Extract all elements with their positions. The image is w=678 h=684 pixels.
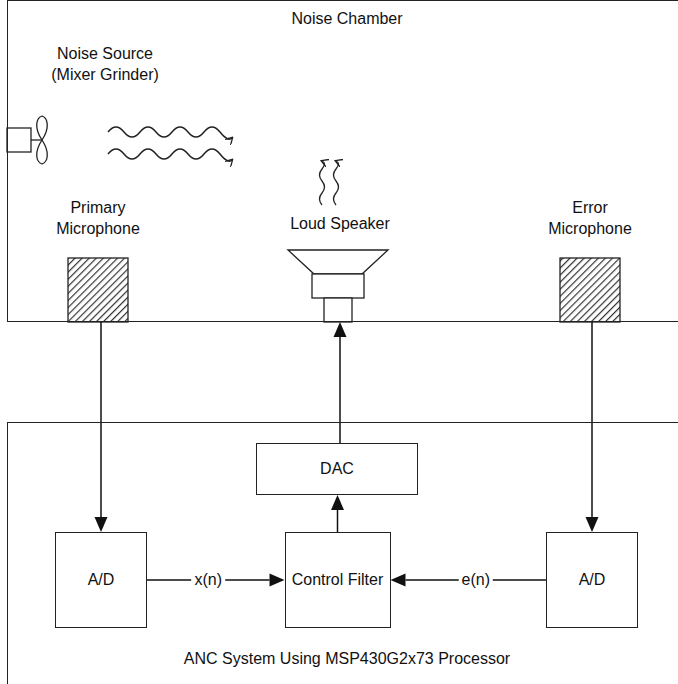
sound-waves xyxy=(320,161,339,205)
node-label: Error Microphone xyxy=(530,198,650,240)
arrowhead xyxy=(586,517,599,532)
converter-box: A/D xyxy=(546,532,638,628)
signal-arrow xyxy=(334,322,347,443)
arrowhead xyxy=(331,495,344,510)
connector-line xyxy=(100,322,102,517)
microphone-symbol xyxy=(68,258,128,322)
arrowhead xyxy=(334,322,347,337)
node-label: Noise Source (Mixer Grinder) xyxy=(40,44,170,86)
signal-arrow xyxy=(331,495,344,532)
noise-source: Noise Source (Mixer Grinder) xyxy=(40,44,170,94)
converter-box: DAC xyxy=(256,443,418,495)
node-label: Noise Chamber xyxy=(8,9,678,30)
converter-box: A/D xyxy=(55,532,147,628)
connector-line xyxy=(337,510,339,532)
microphone-symbol xyxy=(560,258,620,322)
signal-name: e(n) xyxy=(459,570,493,589)
signal-name: x(n) xyxy=(191,570,225,589)
noise-chamber: Noise ChamberNoise Source (Mixer Grinder… xyxy=(7,0,678,322)
node-label: DAC xyxy=(320,459,354,480)
speaker-symbol xyxy=(288,250,388,322)
node-label: Loud Speaker xyxy=(280,214,400,235)
node-label: A/D xyxy=(579,570,606,591)
arrowhead xyxy=(391,574,406,587)
node-label: ANC System Using MSP430G2x73 Processor xyxy=(8,649,678,670)
signal-arrow xyxy=(586,322,599,532)
microphone: Error Microphone xyxy=(530,198,650,322)
node-label: A/D xyxy=(88,570,115,591)
microphone: Primary Microphone xyxy=(40,198,156,322)
fan-icon xyxy=(7,116,47,164)
noise-waves xyxy=(108,127,232,161)
connector-line xyxy=(591,322,593,517)
loud-speaker: Loud Speaker xyxy=(280,214,400,322)
process-box: Control Filter xyxy=(285,532,391,628)
arrowhead xyxy=(270,574,285,587)
node-label: Primary Microphone xyxy=(40,198,156,240)
connector-line xyxy=(339,337,341,443)
arrowhead xyxy=(95,517,108,532)
node-label: Control Filter xyxy=(292,570,384,591)
signal-arrow xyxy=(95,322,108,532)
anc-system: ANC System Using MSP430G2x73 Processor A/… xyxy=(7,422,678,684)
